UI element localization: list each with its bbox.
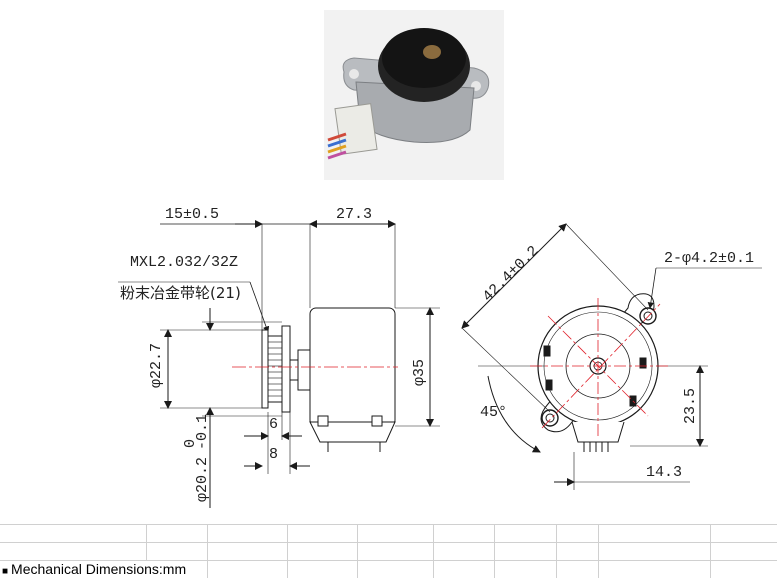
dim-body-dia: φ35: [411, 359, 428, 386]
dim-angle: 45°: [480, 404, 507, 421]
dim-width: 14.3: [646, 464, 682, 481]
dim-pulley-width: 8: [269, 446, 278, 463]
dim-hub-width: 6: [269, 416, 278, 433]
mechanical-drawing: 15±0.5 27.3 MXL2.032/32Z 粉末冶金带轮(21) φ22.…: [118, 206, 762, 508]
front-view-centerlines: [530, 298, 668, 436]
pulley-spec: MXL2.032/32Z: [130, 254, 238, 271]
bullet-icon: ■: [2, 566, 9, 577]
product-photo: [324, 10, 504, 180]
dim-mount-holes: 2-φ4.2±0.1: [664, 250, 754, 267]
dim-flange-dia: φ22.7: [148, 343, 165, 388]
dim-pulley-dia: φ20.2: [194, 457, 211, 502]
dim-height: 23.5: [682, 388, 699, 424]
dim-pulley-offset: 15±0.5: [165, 206, 219, 223]
dim-body-length: 27.3: [336, 206, 372, 223]
tol-lower: -0.1: [194, 414, 211, 450]
dimensions-caption: ■Mechanical Dimensions:mm: [2, 561, 191, 578]
caption-text: Mechanical Dimensions:mm: [11, 561, 187, 577]
pulley-material: 粉末冶金带轮(21): [120, 284, 241, 302]
dim-hole-spacing: 42.4±0.2: [480, 243, 543, 306]
tol-upper: 0: [182, 439, 199, 448]
